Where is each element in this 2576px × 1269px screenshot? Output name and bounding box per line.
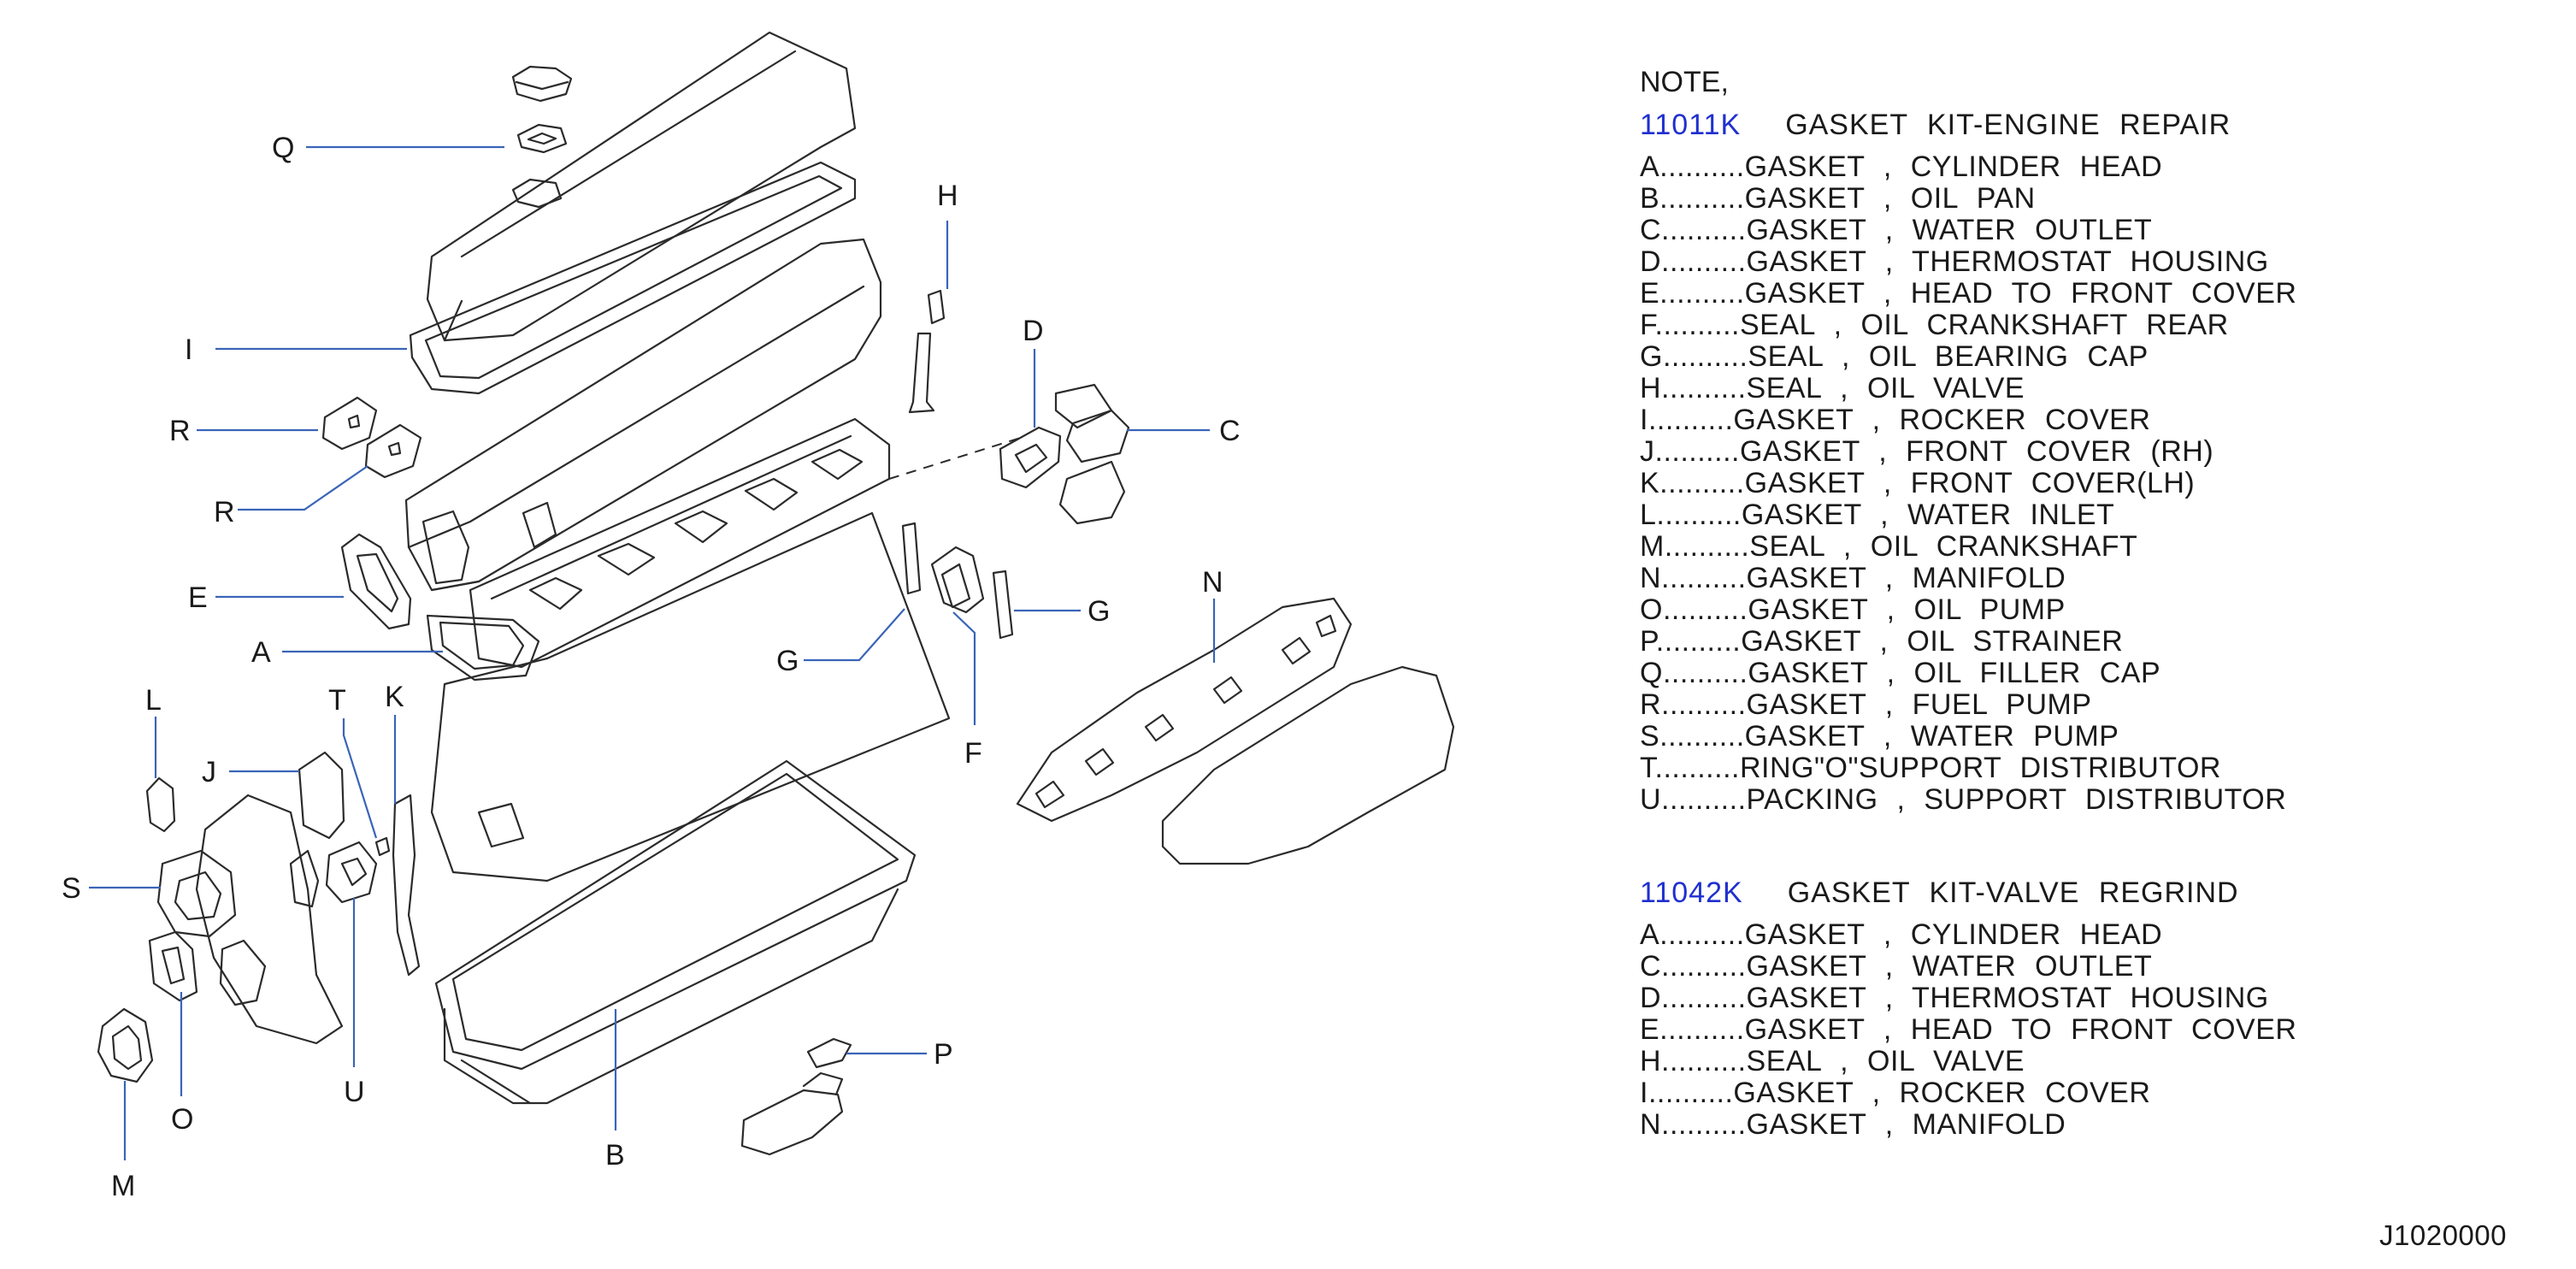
- callout-m: M: [111, 1170, 135, 1202]
- kit-title: GASKET KIT-VALVE REGRIND: [1787, 876, 2239, 909]
- oil-filler-cap-drawing: [511, 65, 573, 154]
- callout-l: L: [145, 684, 162, 717]
- kit-item: R..........GASKET , FUEL PUMP: [1640, 688, 2092, 721]
- parts-notes: NOTE, 11011K GASKET KIT-ENGINE REPAIR A.…: [1640, 67, 2546, 1141]
- diagram-reference-code: J1020000: [2379, 1219, 2507, 1251]
- kit-item: A..........GASKET , CYLINDER HEAD: [1640, 918, 2163, 951]
- kit-engine-repair: 11011K GASKET KIT-ENGINE REPAIR A.......…: [1640, 109, 2546, 816]
- kit-item: D..........GASKET , THERMOSTAT HOUSING: [1640, 245, 2269, 278]
- kit-item: H..........SEAL , OIL VALVE: [1640, 372, 2025, 404]
- callout-a: A: [251, 636, 271, 669]
- front-cover-drawing: [195, 751, 421, 1045]
- kit-item: G..........SEAL , OIL BEARING CAP: [1640, 340, 2149, 373]
- kit-code: 11011K: [1640, 109, 1742, 141]
- callout-c: C: [1219, 415, 1241, 447]
- callout-k: K: [385, 681, 404, 713]
- kit-item: N..........GASKET , MANIFOLD: [1640, 1108, 2066, 1141]
- kit-item: T..........RING"O"SUPPORT DISTRIBUTOR: [1640, 752, 2221, 784]
- kit-header: 11011K GASKET KIT-ENGINE REPAIR: [1640, 109, 2546, 141]
- exploded-parts-diagram: Q H I D C R R E A N G G T K L J S F U O …: [62, 31, 1455, 1202]
- kit-item: D..........GASKET , THERMOSTAT HOUSING: [1640, 982, 2269, 1014]
- callout-r-lower: R: [214, 496, 235, 528]
- fuel-pump-gasket-drawing: [321, 396, 422, 479]
- callout-labels: Q H I D C R R E A N G G T K L J S F U O …: [62, 132, 1241, 1202]
- kit-item-list: A..........GASKET , CYLINDER HEAD C.....…: [1640, 919, 2546, 1141]
- oil-pump-gasket-drawing: [148, 930, 198, 1002]
- oil-strainer-drawing: [740, 1037, 852, 1156]
- front-cover-head-gasket-drawing: [340, 533, 540, 682]
- manifold-gasket-drawing: [1016, 597, 1353, 823]
- kit-item: N..........GASKET , MANIFOLD: [1640, 562, 2066, 594]
- callout-n: N: [1202, 566, 1223, 599]
- kit-item: Q..........GASKET , OIL FILLER CAP: [1640, 657, 2161, 689]
- bearing-cap-seal-drawing: [901, 522, 1014, 640]
- kit-item: A..........GASKET , CYLINDER HEAD: [1640, 151, 2163, 183]
- note-heading: NOTE,: [1640, 66, 1729, 98]
- kit-header: 11042K GASKET KIT-VALVE REGRIND: [1640, 877, 2546, 909]
- kit-item: H..........SEAL , OIL VALVE: [1640, 1045, 2025, 1077]
- kit-item: P..........GASKET , OIL STRAINER: [1640, 625, 2124, 658]
- cylinder-head-gasket-drawing: [469, 417, 1027, 669]
- kit-item: L..........GASKET , WATER INLET: [1640, 499, 2115, 531]
- kit-item: M..........SEAL , OIL CRANKSHAFT: [1640, 530, 2138, 563]
- valve-seal-drawing: [908, 289, 946, 414]
- rocker-cover-gasket-drawing: [409, 161, 857, 395]
- kit-item-list: A..........GASKET , CYLINDER HEAD B.....…: [1640, 151, 2546, 816]
- water-inlet-gasket-drawing: [145, 776, 176, 833]
- kit-code: 11042K: [1640, 876, 1743, 909]
- kit-item: S..........GASKET , WATER PUMP: [1640, 720, 2119, 753]
- cylinder-head-drawing: [404, 238, 882, 592]
- oil-pan-drawing: [434, 759, 917, 1105]
- kit-item: J..........GASKET , FRONT COVER (RH): [1640, 435, 2214, 468]
- kit-item: I..........GASKET , ROCKER COVER: [1640, 404, 2151, 436]
- callout-p: P: [934, 1038, 953, 1071]
- callout-e: E: [188, 581, 208, 614]
- callout-d: D: [1023, 315, 1044, 347]
- callout-h: H: [937, 180, 958, 212]
- kit-valve-regrind: 11042K GASKET KIT-VALVE REGRIND A.......…: [1640, 877, 2546, 1141]
- kit-item: E..........GASKET , HEAD TO FRONT COVER: [1640, 277, 2297, 310]
- kit-item: B..........GASKET , OIL PAN: [1640, 182, 2036, 215]
- manifold-drawing: [1161, 665, 1455, 865]
- engine-block-drawing: [430, 511, 951, 882]
- water-pump-gasket-drawing: [156, 849, 267, 1006]
- callout-i: I: [185, 333, 192, 366]
- kit-item: U..........PACKING , SUPPORT DISTRIBUTOR: [1640, 783, 2287, 816]
- leader-lines: [89, 145, 1216, 1160]
- callout-j: J: [202, 756, 216, 788]
- callout-r-upper: R: [169, 415, 191, 447]
- callout-t: T: [328, 684, 346, 717]
- callout-g-right: G: [1088, 595, 1110, 628]
- kit-item: K..........GASKET , FRONT COVER(LH): [1640, 467, 2196, 499]
- callout-b: B: [605, 1139, 625, 1172]
- kit-item: I..........GASKET , ROCKER COVER: [1640, 1077, 2151, 1109]
- callout-o: O: [171, 1103, 193, 1136]
- kit-item: F..........SEAL , OIL CRANKSHAFT REAR: [1640, 309, 2229, 341]
- callout-s: S: [62, 872, 81, 905]
- callout-q: Q: [272, 132, 294, 164]
- kit-item: O..........GASKET , OIL PUMP: [1640, 593, 2066, 626]
- kit-item: C..........GASKET , WATER OUTLET: [1640, 214, 2153, 246]
- kit-title: GASKET KIT-ENGINE REPAIR: [1785, 109, 2231, 141]
- callout-u: U: [344, 1076, 365, 1108]
- callout-f: F: [964, 737, 982, 770]
- thermostat-housing-drawing: [999, 383, 1130, 525]
- crankshaft-seal-drawing: [97, 1007, 154, 1083]
- callout-g-left: G: [776, 645, 799, 677]
- kit-item: C..........GASKET , WATER OUTLET: [1640, 950, 2153, 983]
- kit-item: E..........GASKET , HEAD TO FRONT COVER: [1640, 1013, 2297, 1046]
- rocker-cover-drawing: [426, 31, 857, 342]
